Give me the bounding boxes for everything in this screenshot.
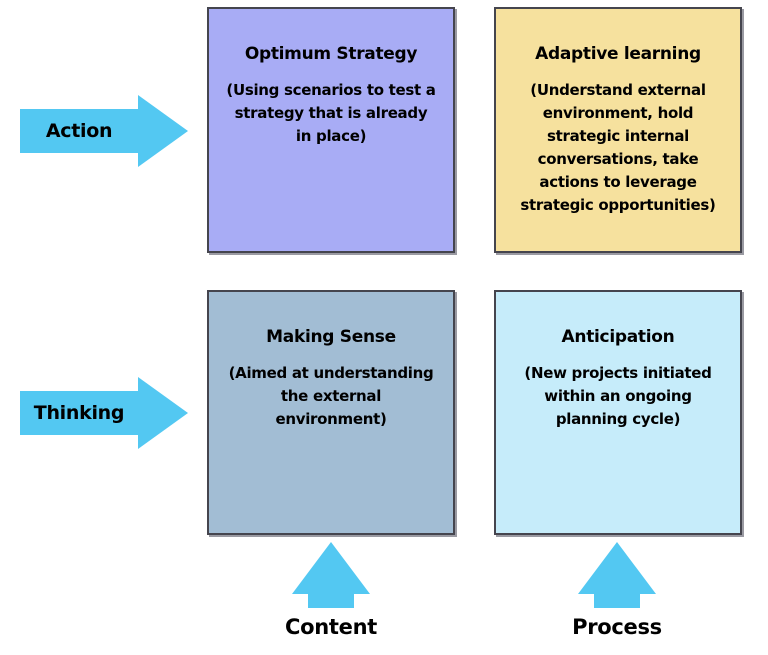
quadrant-optimum-strategy: Optimum Strategy (Using scenarios to tes… xyxy=(207,7,455,253)
column-label-content: Content xyxy=(285,615,377,639)
process-arrow xyxy=(578,542,656,608)
quadrant-adaptive-learning: Adaptive learning (Understand external e… xyxy=(494,7,742,253)
row-label-thinking: Thinking xyxy=(33,402,125,424)
up-arrowhead-icon xyxy=(578,542,656,594)
quadrant-description: (Aimed at understanding the external env… xyxy=(228,364,434,428)
up-arrowhead-icon xyxy=(292,542,370,594)
thinking-arrow-body: Thinking xyxy=(20,391,138,435)
action-arrow: Action xyxy=(20,95,188,167)
action-arrow-body: Action xyxy=(20,109,138,153)
right-arrowhead-icon xyxy=(138,377,188,449)
quadrant-making-sense: Making Sense (Aimed at understanding the… xyxy=(207,290,455,535)
quadrant-description: (Using scenarios to test a strategy that… xyxy=(226,81,436,145)
quadrant-description: (New projects initiated within an ongoin… xyxy=(524,364,712,428)
quadrant-title: Adaptive learning xyxy=(535,44,701,64)
process-arrow-body xyxy=(594,594,640,608)
quadrant-anticipation: Anticipation (New projects initiated wit… xyxy=(494,290,742,535)
quadrant-description: (Understand external environment, hold s… xyxy=(520,81,716,214)
thinking-arrow: Thinking xyxy=(20,377,188,449)
quadrant-title: Anticipation xyxy=(561,327,675,347)
row-label-action: Action xyxy=(45,120,113,142)
content-arrow xyxy=(292,542,370,608)
quadrant-title: Making Sense xyxy=(266,327,396,347)
column-label-process: Process xyxy=(572,615,662,639)
right-arrowhead-icon xyxy=(138,95,188,167)
quadrant-title: Optimum Strategy xyxy=(244,44,418,64)
content-arrow-body xyxy=(308,594,354,608)
